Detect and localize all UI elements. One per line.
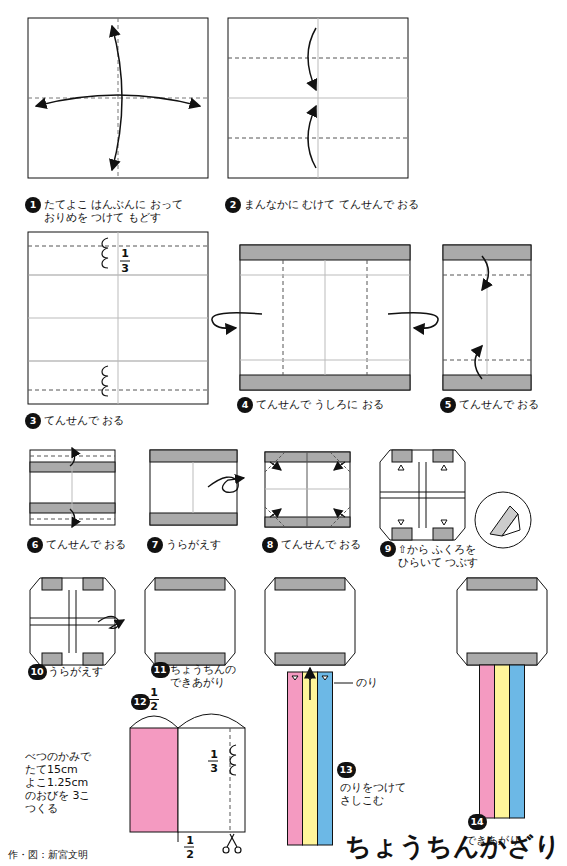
fraction-number: 2 [148,700,160,713]
step-number-text: 11 [153,664,166,675]
step-number-text: 5 [445,399,452,410]
title: ちょうちんかざり [345,830,561,862]
step-caption: のりをつけて さしこむ [340,781,420,807]
step-number: 1 [25,197,41,213]
step-number-text: 3 [30,415,37,426]
step-number: 5 [440,397,456,413]
step-caption: てんせんで おる [44,414,194,427]
step-caption: うらがえす [166,538,246,551]
credit: 作・図：新宮文明 [8,848,88,861]
step-number-text: 7 [152,539,159,550]
step-caption: てんせんで おる [46,538,146,551]
step-number-text: 9 [385,543,392,554]
step-number-text: 2 [230,199,237,210]
step-caption: てんせんで おる [459,398,559,411]
step-caption: うらがえす [48,665,128,678]
step-number: 10 [28,664,47,680]
step-number-text: 14 [470,816,483,827]
step-caption: ちょうちんの できあがり [170,663,236,689]
step-number: 9 [380,541,396,557]
step-number: 12 [131,694,150,710]
step-number: 6 [27,537,43,553]
fraction-number: 1 [208,748,220,761]
step-number: 13 [337,762,356,778]
step-number: 8 [262,537,278,553]
step-caption: ⇧から ふくろを ひらいて つぶす [398,543,488,569]
fraction-number: 1 [119,247,131,260]
step-number-text: 12 [133,696,146,707]
step-caption: たてよこ はんぶんに おって おりめを つけて もどす [44,198,219,224]
step-number-text: 10 [30,666,43,677]
fraction-number: 2 [184,848,196,861]
step-number: 11 [151,662,170,678]
step-caption: てんせんで うしろに おる [256,398,416,411]
step-caption: てんせんで おる [281,538,371,551]
fraction-number: 3 [119,262,131,275]
step-number-text: 1 [30,199,37,210]
step-number-text: 4 [242,399,249,410]
step-number: 4 [237,397,253,413]
part-label: のり [356,676,390,689]
instruction-note: べつのかみで たて15cm よこ1.25cm のおびを 3こ つくる [25,750,99,815]
fraction-number: 1 [184,834,196,847]
step-number: 3 [25,413,41,429]
step-number: 2 [225,197,241,213]
step-number: 7 [147,537,163,553]
step-number-text: 8 [267,539,274,550]
step-number-text: 6 [32,539,39,550]
step-number-text: 13 [339,764,352,775]
step-number: 14 [468,814,487,830]
step-caption: まんなかに むけて てんせんで おる [244,198,444,211]
fraction-number: 3 [208,762,220,775]
fraction-number: 1 [148,686,160,699]
